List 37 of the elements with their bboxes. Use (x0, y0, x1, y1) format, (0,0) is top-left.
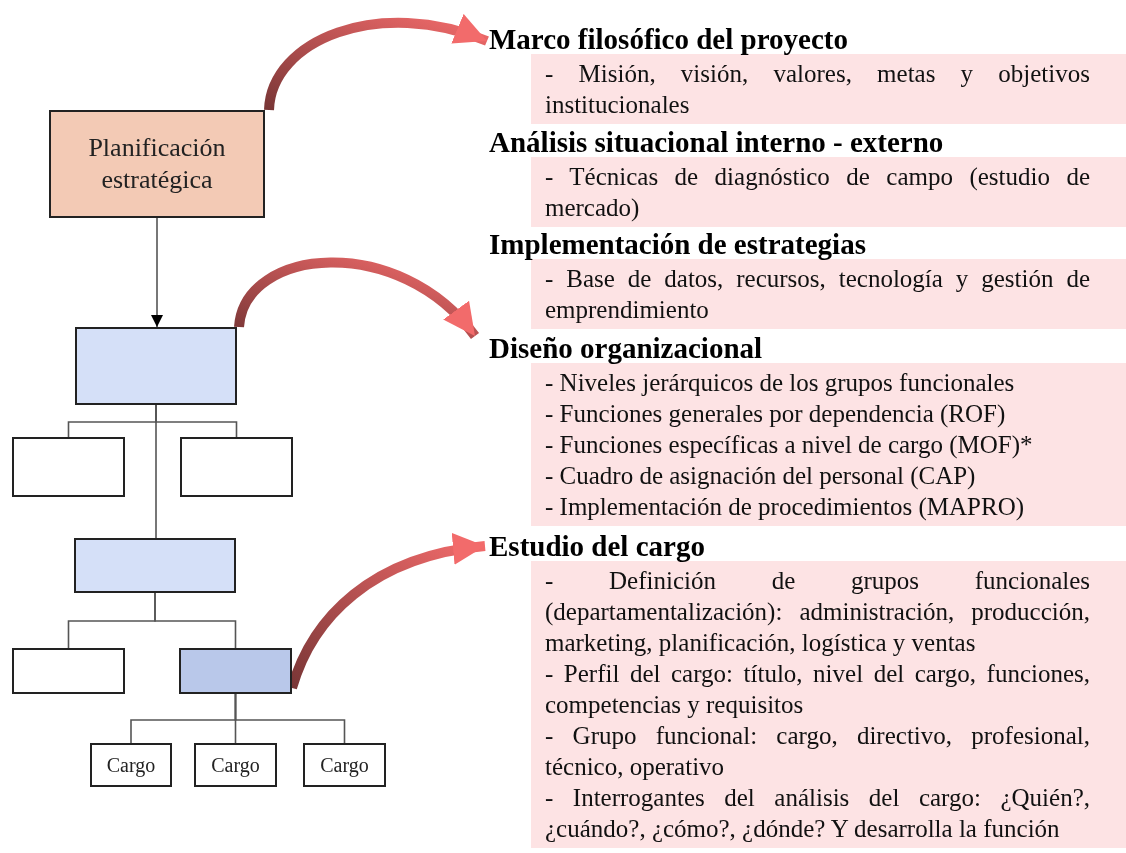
bullet-item: - Cuadro de asignación del personal (CAP) (545, 461, 977, 491)
empty-org-box (74, 538, 236, 593)
bullet-item: - Interrogantes del análisis del cargo: ¿Quién?, ¿cuándo?, ¿cómo?, ¿dónde? Y desarrolla la función (545, 783, 1090, 844)
connector-line (155, 404, 157, 539)
bullet-item: - Definición de grupos funcionales (departamentalización): administración, producción, marketing, planificación, logística y ventas (545, 566, 1090, 658)
curved-arrow (264, 15, 489, 111)
org-chart-box (194, 743, 277, 787)
org-chart-box (49, 110, 265, 218)
bullet-item: - Misión, visión, valores, metas y objetivos institucionales (545, 59, 1090, 120)
bullet-item: - Funciones específicas a nivel de cargo (MOF)* (545, 430, 1034, 460)
box-label: Planificación estratégica (87, 131, 227, 196)
bullet-item: - Niveles jerárquicos de los grupos funcionales (545, 368, 1016, 398)
bullet-item: - Técnicas de diagnóstico de campo (estudio de mercado) (545, 162, 1090, 223)
box-label: Cargo (106, 752, 156, 778)
box-label: Cargo (211, 752, 260, 778)
empty-org-box (179, 648, 292, 694)
empty-org-box (12, 648, 125, 694)
empty-org-box (180, 437, 293, 497)
bullet-item: - Grupo funcional: cargo, directivo, profesional, técnico, operativo (545, 721, 1090, 782)
bullet-item: - Base de datos, recursos, tecnología y gestión de emprendimiento (545, 264, 1090, 325)
connector-line (154, 592, 237, 649)
connector-line (234, 693, 346, 744)
box-label: Cargo (320, 752, 369, 778)
bullet-item: - Funciones generales por dependencia (ROF) (545, 399, 1007, 429)
section-heading: Implementación de estrategias (489, 230, 866, 258)
empty-org-box (75, 327, 237, 405)
empty-org-box (12, 437, 125, 497)
section-heading: Marco filosófico del proyecto (489, 25, 848, 53)
section-heading: Estudio del cargo (489, 532, 705, 560)
org-chart-box (90, 743, 172, 787)
arrow (151, 217, 163, 328)
bullet-item: - Perfil del cargo: título, nivel del cargo, funciones, competencias y requisitos (545, 659, 1090, 720)
curved-arrow (234, 257, 479, 340)
bullet-item: - Implementación de procedimientos (MAPRO) (545, 492, 1026, 522)
org-chart-box (303, 743, 386, 787)
section-heading: Análisis situacional interno - externo (489, 128, 944, 156)
section-heading: Diseño organizacional (489, 334, 763, 362)
